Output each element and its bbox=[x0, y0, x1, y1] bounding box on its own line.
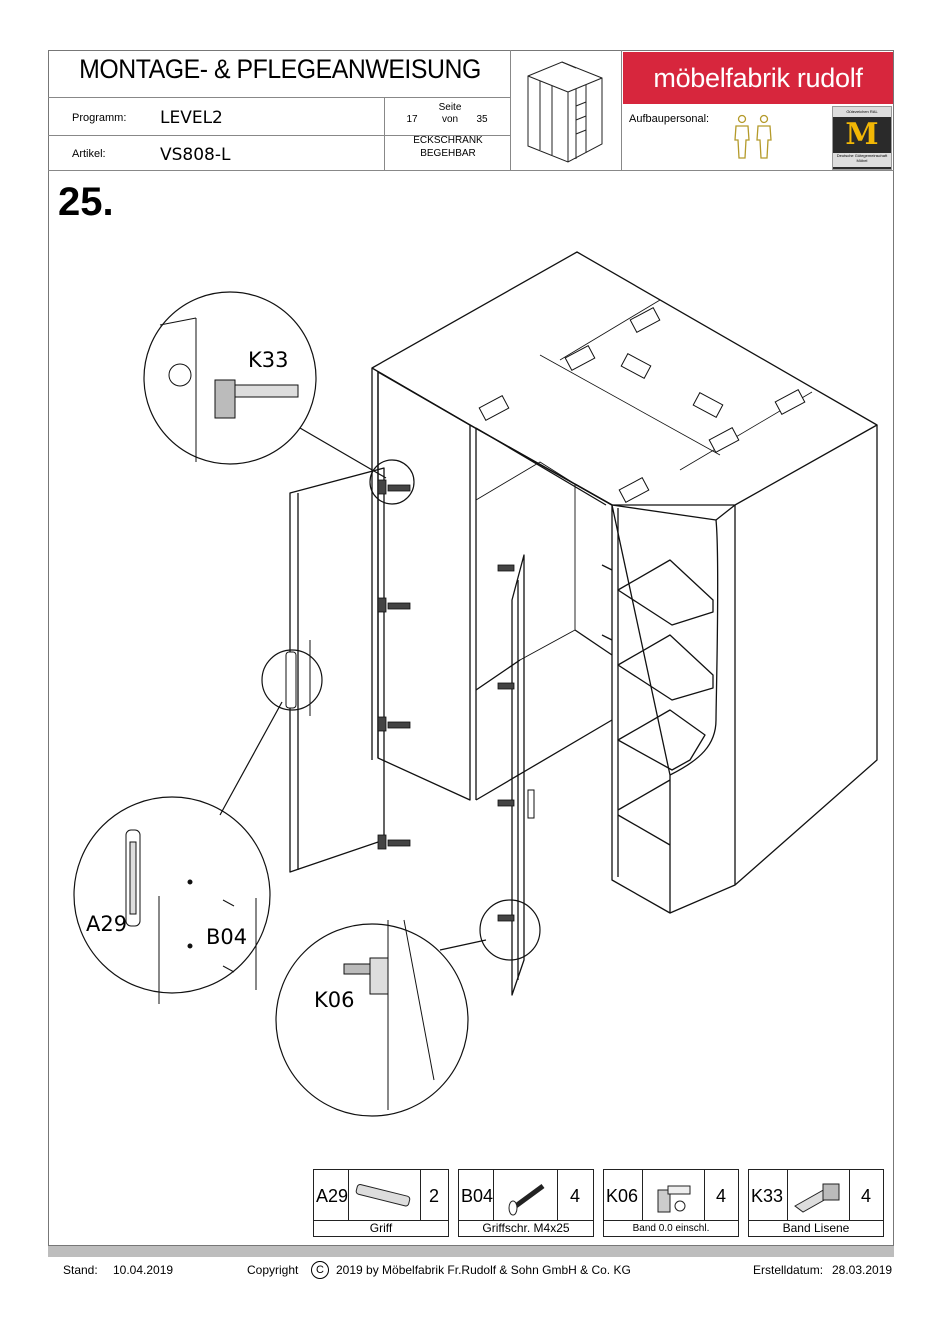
footer-bar bbox=[48, 1246, 894, 1257]
cabinet-front-left bbox=[377, 371, 471, 801]
callout-k33: K33 bbox=[248, 348, 289, 372]
detail-circle-k06 bbox=[275, 923, 469, 1117]
header-divider bbox=[48, 97, 510, 98]
seal-letter: M bbox=[845, 117, 879, 152]
page-frame bbox=[48, 50, 894, 1246]
copyright-icon: C bbox=[311, 1261, 329, 1279]
header-divider bbox=[48, 135, 510, 136]
part-code: K06 bbox=[606, 1186, 639, 1206]
part-name: Griff bbox=[314, 1220, 448, 1236]
door-middle bbox=[511, 554, 525, 996]
product-line-1: ECKSCHRANK bbox=[413, 135, 483, 146]
part-code: A29 bbox=[316, 1186, 349, 1206]
part-b04: B04 4 Griffschr. M4x25 bbox=[458, 1169, 594, 1237]
stand-date: 10.04.2019 bbox=[113, 1263, 174, 1277]
handle-icon bbox=[355, 1183, 411, 1207]
callout-k06: K06 bbox=[314, 988, 355, 1012]
door-left bbox=[289, 467, 385, 873]
shelf-unit-front bbox=[611, 504, 671, 914]
part-name: Band 0.0 einschl. bbox=[604, 1220, 738, 1236]
artikel-label: Artikel: bbox=[72, 148, 106, 160]
seal-top-text: Gütezeichen RAL bbox=[833, 107, 891, 117]
erstell-date: 28.03.2019 bbox=[832, 1263, 893, 1277]
hinge-icon bbox=[794, 1183, 840, 1213]
brand-logo: möbelfabrik rudolf bbox=[623, 52, 893, 104]
part-qty: 4 bbox=[860, 1186, 871, 1206]
aufbau-label: Aufbaupersonal: bbox=[629, 113, 710, 125]
part-name: Griffschr. M4x25 bbox=[459, 1220, 593, 1236]
callout-a29: A29 bbox=[86, 912, 128, 936]
interior-back bbox=[475, 461, 576, 691]
handle-icon bbox=[527, 789, 535, 819]
seite-von: von bbox=[441, 114, 459, 125]
header-divider bbox=[621, 50, 622, 170]
detail-circle-k33 bbox=[143, 291, 317, 465]
part-k06: K06 4 Band 0.0 einschl. bbox=[603, 1169, 739, 1237]
part-code: B04 bbox=[461, 1186, 494, 1206]
step-number: 25. bbox=[58, 180, 114, 224]
seite-label: Seite bbox=[438, 102, 462, 113]
connector-plates bbox=[478, 307, 806, 503]
programm-label: Programm: bbox=[72, 112, 127, 124]
shelf bbox=[617, 709, 706, 771]
copyright-label: Copyright bbox=[247, 1263, 299, 1277]
part-qty: 4 bbox=[715, 1186, 726, 1206]
part-name: Band Lisene bbox=[749, 1220, 883, 1236]
document-title: MONTAGE- & PFLEGEANWEISUNG bbox=[79, 54, 481, 84]
cabinet-thumbnail-icon bbox=[527, 61, 603, 163]
shelf bbox=[617, 559, 714, 626]
artikel-value: VS808-L bbox=[160, 145, 231, 165]
hinge-icon bbox=[377, 479, 515, 922]
hinge-icon bbox=[657, 1185, 691, 1213]
callout-b04: B04 bbox=[206, 925, 248, 949]
programm-value: LEVEL2 bbox=[160, 108, 223, 128]
shelf bbox=[617, 634, 714, 701]
copyright-text: 2019 by Möbelfabrik Fr.Rudolf & Sohn Gmb… bbox=[336, 1263, 631, 1277]
erstell-label: Erstelldatum: bbox=[753, 1263, 824, 1277]
part-code: K33 bbox=[751, 1186, 784, 1206]
header-divider bbox=[510, 50, 511, 170]
cabinet-top bbox=[371, 251, 878, 506]
two-persons-icon bbox=[734, 114, 772, 159]
quality-seal: Gütezeichen RAL M Deutsche Gütegemeinsch… bbox=[832, 106, 892, 170]
seite-total: 35 bbox=[476, 114, 488, 125]
part-qty: 4 bbox=[569, 1186, 580, 1206]
header-bottom-border bbox=[48, 170, 894, 171]
seite-current: 17 bbox=[406, 114, 418, 125]
part-qty: 2 bbox=[428, 1186, 439, 1206]
screw-icon bbox=[508, 1183, 545, 1216]
part-k33: K33 4 Band Lisene bbox=[748, 1169, 884, 1237]
stand-label: Stand: bbox=[63, 1263, 98, 1277]
header-divider bbox=[384, 97, 385, 170]
seal-bottom-text: Deutsche Gütegemeinschaft Möbel bbox=[833, 153, 891, 167]
detail-circle-a29 bbox=[73, 796, 271, 994]
part-a29: A29 2 Griff bbox=[313, 1169, 449, 1237]
product-line-2: BEGEHBAR bbox=[420, 148, 476, 159]
